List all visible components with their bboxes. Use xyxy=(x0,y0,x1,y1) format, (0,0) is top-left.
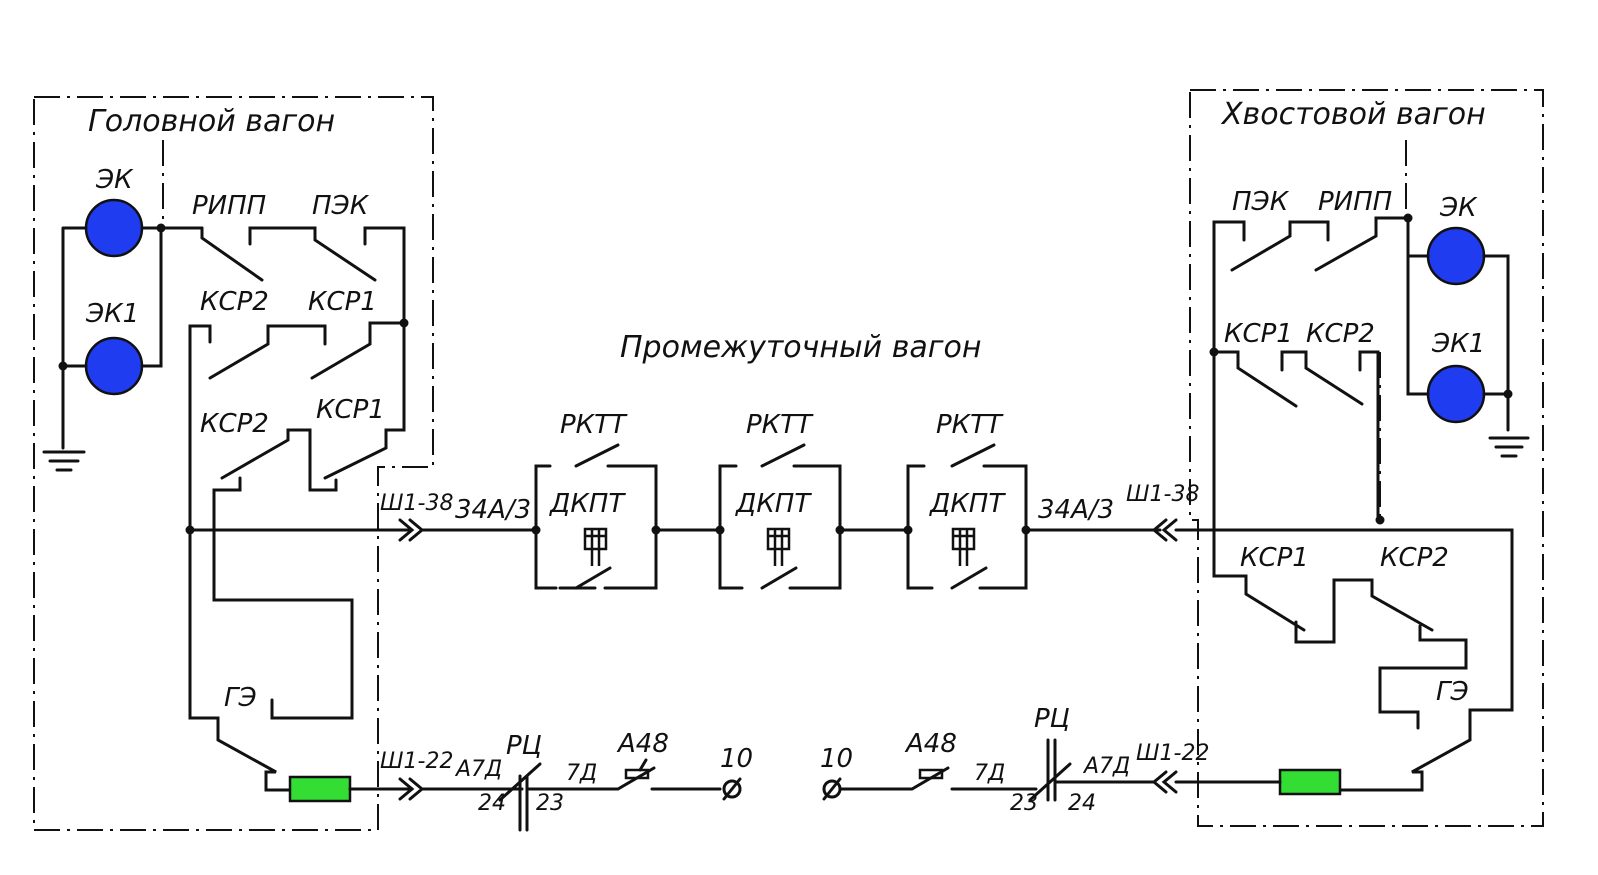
rktt-block-2: РКТТ ДКПТ xyxy=(715,410,845,590)
pin-23-right-label: 23 xyxy=(1010,791,1038,816)
wire-7d-left-label: 7Д xyxy=(566,761,597,786)
wire-a7d-left-label: А7Д xyxy=(454,757,502,782)
relay-pek-tail-label: ПЭК xyxy=(1232,187,1290,217)
head-car-title: Головной вагон xyxy=(88,104,335,139)
relay-ksr2-tail-lower-label: КСР2 xyxy=(1380,543,1449,573)
relay-rktt-1-label: РКТТ xyxy=(560,410,628,440)
relay-ripp-tail-label: РИПП xyxy=(1318,187,1392,217)
pin-23-left-label: 23 xyxy=(536,791,564,816)
lamp-ek1-head-label: ЭК1 xyxy=(85,299,139,329)
middle-car-title: Промежуточный вагон xyxy=(620,330,982,365)
connector-top-tail-label: Ш1-38 xyxy=(1126,482,1199,507)
breaker-a48-right-label: А48 xyxy=(904,729,957,759)
relay-ksr1-head-lower-label: КСР1 xyxy=(316,395,385,425)
relay-ksr2-tail-upper-label: КСР2 xyxy=(1306,319,1375,349)
heater-tail xyxy=(1278,768,1342,796)
breaker-a48-left-label: А48 xyxy=(616,729,669,759)
ground-icon-head xyxy=(42,450,86,472)
relay-ripp-head-label: РИПП xyxy=(192,191,266,221)
terminal-10-right-label: 10 xyxy=(820,744,853,774)
tail-car-title: Хвостовой вагон xyxy=(1220,97,1486,132)
relay-ksr2-head-lower-label: КСР2 xyxy=(200,409,269,439)
lamp-ek-tail-label: ЭК xyxy=(1439,193,1478,223)
pin-24-right-label: 24 xyxy=(1068,791,1096,816)
wire-34a3-right-label: 34А/3 xyxy=(1038,495,1114,525)
relay-rktt-2-label: РКТТ xyxy=(746,410,814,440)
connector-bottom-tail-label: Ш1-22 xyxy=(1136,741,1209,766)
relay-ksr1-tail-lower-label: КСР1 xyxy=(1240,543,1309,573)
ground-icon-tail xyxy=(1488,436,1530,458)
tail-car-frame xyxy=(1189,89,1544,827)
rktt-block-1: РКТТ ДКПТ xyxy=(531,410,661,590)
wire-7d-right-label: 7Д xyxy=(974,761,1005,786)
connector-bottom-head-label: Ш1-22 xyxy=(380,749,453,774)
relay-ksr2-head-upper-label: КСР2 xyxy=(200,287,269,317)
heater-switch-head-label: ГЭ xyxy=(224,683,257,713)
relay-rts-right-label: РЦ xyxy=(1034,704,1070,734)
lamp-ek-head xyxy=(84,198,144,258)
bottom-right-line: 10 А48 7Д РЦ 23 А7Д 24 xyxy=(820,704,1156,816)
pin-24-left-label: 24 xyxy=(478,791,506,816)
rktt-block-3: РКТТ ДКПТ xyxy=(903,410,1031,590)
heater-head xyxy=(288,775,352,803)
terminal-left-icon xyxy=(722,777,742,801)
relay-pek-head-label: ПЭК xyxy=(312,191,370,221)
terminal-right-icon xyxy=(822,777,842,801)
heater-switch-tail-label: ГЭ xyxy=(1436,677,1469,707)
lamp-ek1-tail xyxy=(1426,364,1486,424)
relay-ksr1-head-upper-label: КСР1 xyxy=(308,287,377,317)
relay-ksr1-tail-upper-label: КСР1 xyxy=(1224,319,1293,349)
lamp-ek-head-label: ЭК xyxy=(95,165,134,195)
wire-a7d-right-label: А7Д xyxy=(1082,754,1130,779)
sensor-dkpt-2-label: ДКПТ xyxy=(735,489,812,519)
relay-rktt-3-label: РКТТ xyxy=(936,410,1004,440)
lamp-ek1-head xyxy=(84,336,144,396)
head-car-circuit: ЭК ЭК1 РИПП ПЭК КСР2 КСР1 КСР2 КСР1 xyxy=(42,165,414,803)
bottom-left-line: А7Д РЦ 24 23 7Д А48 10 xyxy=(420,729,753,832)
wire-34a3-left-label: 34А/3 xyxy=(455,495,531,525)
sensor-dkpt-1-label: ДКПТ xyxy=(549,489,626,519)
middle-car-circuit: 34А/3 34А/3 РКТТ ДКПТ РКТТ ДКПТ xyxy=(420,410,1162,590)
head-car-frame xyxy=(33,96,434,831)
connector-top-head-label: Ш1-38 xyxy=(380,491,453,516)
lamp-ek-tail xyxy=(1426,226,1486,286)
terminal-10-left-label: 10 xyxy=(720,744,753,774)
sensor-dkpt-3-label: ДКПТ xyxy=(929,489,1006,519)
tail-car-circuit: Ш1-38 ЭК ЭК1 ПЭК РИПП КСР1 КСР2 КСР1 xyxy=(1126,187,1530,796)
relay-rts-left-label: РЦ xyxy=(506,731,542,761)
lamp-ek1-tail-label: ЭК1 xyxy=(1431,329,1485,359)
connector-head: Ш1-38 Ш1-22 xyxy=(380,491,453,801)
